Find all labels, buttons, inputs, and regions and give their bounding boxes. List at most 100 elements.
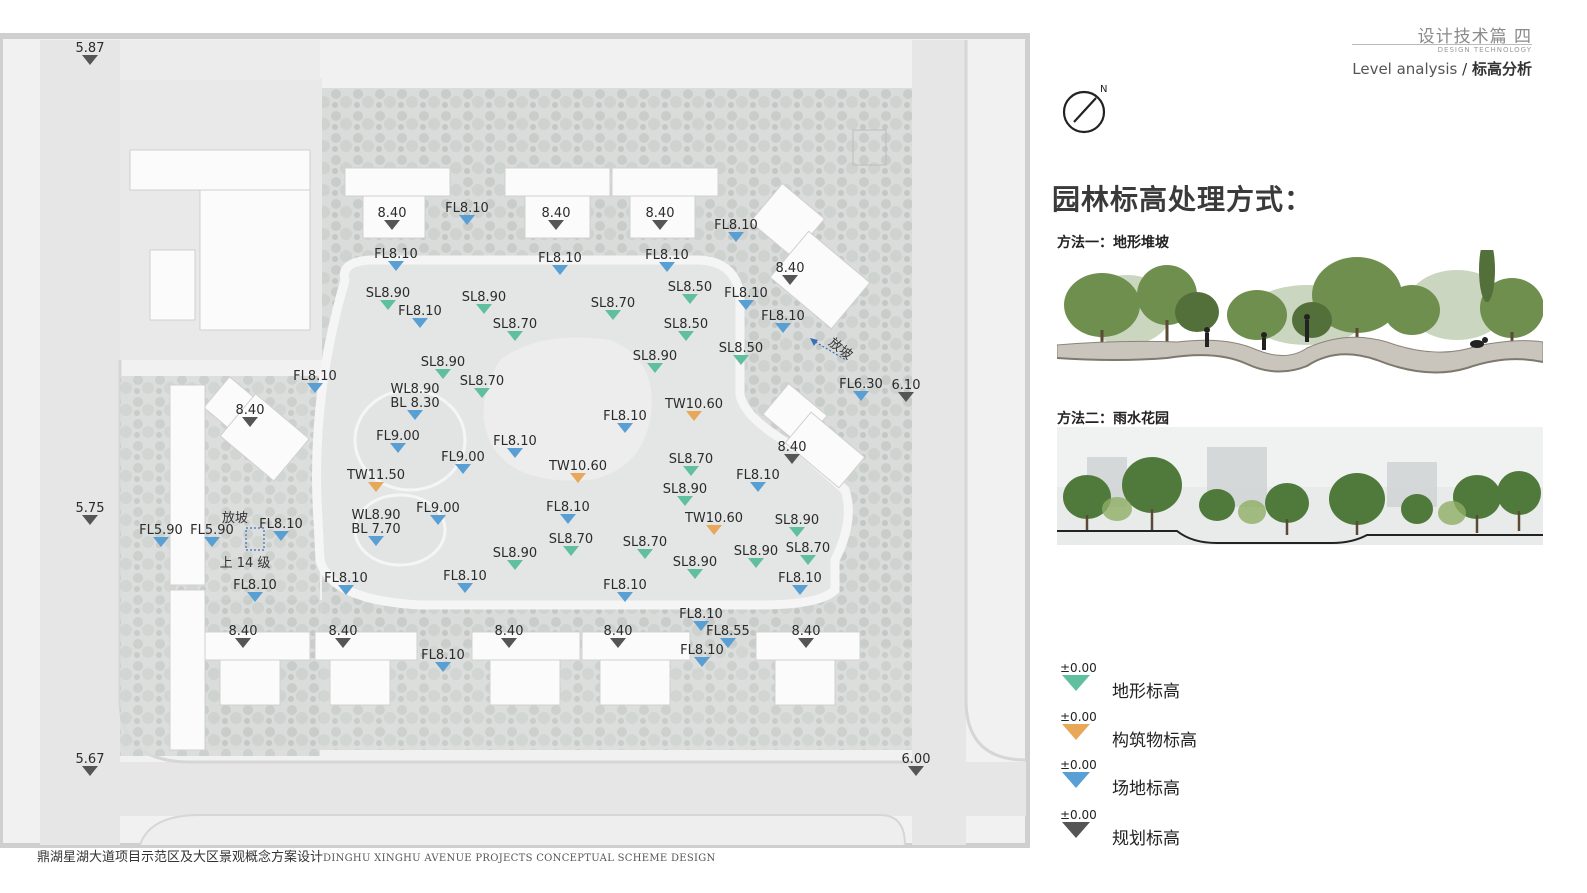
elevation-label: FL8.10 <box>680 643 724 658</box>
north-arrow-icon: N <box>1062 84 1107 134</box>
elevation-label: FL5.90 <box>190 523 234 538</box>
elevation-label: FL8.10 <box>233 578 277 593</box>
elevation-label: FL8.10 <box>603 409 647 424</box>
triangle-marker-icon <box>338 585 354 595</box>
triangle-marker-icon <box>693 621 709 631</box>
triangle-marker-icon <box>798 638 814 648</box>
elevation-label: FL5.90 <box>139 523 183 538</box>
elevation-label: SL8.90 <box>734 544 778 559</box>
triangle-marker-icon <box>563 546 579 556</box>
triangle-marker-icon <box>507 331 523 341</box>
elevation-marker: SL8.90 <box>366 286 410 310</box>
chapter-label: 设计技术篇 四 <box>1417 27 1532 47</box>
elevation-label: FL8.10 <box>324 571 368 586</box>
elevation-marker: 8.40 <box>778 440 807 464</box>
triangle-marker-icon <box>792 585 808 595</box>
elevation-marker: SL8.90 <box>673 555 717 579</box>
triangle-marker-icon <box>617 423 633 433</box>
triangle-marker-icon <box>459 215 475 225</box>
triangle-marker-icon <box>548 220 564 230</box>
title-separator: / <box>1462 60 1468 78</box>
triangle-marker-icon <box>750 482 766 492</box>
elevation-marker: SL8.70 <box>623 535 667 559</box>
method-one-label: 方法一：地形堆坡 <box>1057 235 1169 251</box>
elevation-label: TW10.60 <box>684 511 743 526</box>
elevation-label: SL8.90 <box>673 555 717 570</box>
legend-label: 构筑物标高 <box>1112 731 1197 751</box>
elevation-marker: FL8.10 <box>736 468 780 492</box>
elevation-label: 6.00 <box>902 752 931 767</box>
legend-pm: ±0.00 <box>1060 661 1097 675</box>
elevation-marker: 5.75 <box>76 501 104 525</box>
pond-north <box>353 388 467 492</box>
elevation-marker: 5.87 <box>76 41 105 65</box>
elevation-marker: FL8.10 <box>421 648 465 672</box>
triangle-marker-icon <box>474 388 490 398</box>
triangle-marker-icon <box>853 391 869 401</box>
elevation-label: SL8.70 <box>460 374 504 389</box>
triangle-marker-icon <box>720 638 736 648</box>
legend-item-site: ±0.00 场地标高 <box>1058 758 1180 799</box>
elevation-label-secondary: BL 8.30 <box>390 396 439 411</box>
triangle-marker-icon <box>728 232 744 242</box>
elevation-marker: SL8.90 <box>633 349 677 373</box>
triangle-marker-icon <box>683 466 699 476</box>
elevation-marker: TW11.50 <box>346 468 405 492</box>
pond-south <box>353 493 447 567</box>
elevation-label: FL8.10 <box>679 607 723 622</box>
elevation-marker: FL8.55 <box>706 624 750 648</box>
triangle-marker-icon <box>82 515 98 525</box>
elevation-label: SL8.70 <box>591 296 635 311</box>
triangle-marker-icon <box>605 310 621 320</box>
elevation-label: FL8.10 <box>538 251 582 266</box>
triangle-marker-icon <box>782 275 798 285</box>
triangle-marker-icon <box>1062 772 1090 788</box>
elevation-label: SL8.90 <box>775 513 819 528</box>
elevation-marker: SL8.90 <box>462 290 506 314</box>
triangle-marker-icon <box>652 220 668 230</box>
elevation-marker: TW10.60 <box>684 511 743 535</box>
triangle-marker-icon <box>153 537 169 547</box>
elevation-label: SL8.90 <box>493 546 537 561</box>
triangle-marker-icon <box>390 443 406 453</box>
triangle-marker-icon <box>687 569 703 579</box>
section-title: 园林标高处理方式： <box>1052 183 1314 216</box>
elevation-label: FL8.10 <box>421 648 465 663</box>
triangle-marker-icon <box>368 482 384 492</box>
triangle-marker-icon <box>273 531 289 541</box>
elevation-label: 8.40 <box>604 624 633 639</box>
elevation-label: 5.87 <box>76 41 105 56</box>
elevation-marker: FL8.10 <box>538 251 582 275</box>
triangle-marker-icon <box>380 300 396 310</box>
elevation-marker: 8.40 <box>776 261 804 285</box>
elevation-label: FL8.55 <box>706 624 750 639</box>
page-title: Level analysis / 标高分析 <box>1352 58 1532 79</box>
triangle-marker-icon <box>800 555 816 565</box>
map-note-slope-west: 放坡 <box>222 511 248 526</box>
triangle-marker-icon <box>82 766 98 776</box>
elevation-marker: FL8.10 <box>259 517 303 541</box>
elevation-marker: FL8.10 <box>233 578 277 602</box>
elevation-marker: SL8.70 <box>549 532 593 556</box>
elevation-marker: FL8.10 <box>603 409 647 433</box>
triangle-marker-icon <box>898 392 914 402</box>
elevation-label: 8.40 <box>792 624 821 639</box>
footer: 鼎湖星湖大道项目示范区及大区景观概念方案设计DINGHU XINGHU AVEN… <box>37 846 716 865</box>
elevation-marker: FL9.00 <box>441 450 485 474</box>
triangle-marker-icon <box>457 583 473 593</box>
north-label: N <box>1100 84 1107 95</box>
elevation-label: FL6.30 <box>839 377 883 392</box>
elevation-label: FL9.00 <box>376 429 420 444</box>
triangle-marker-icon <box>1062 675 1090 691</box>
elevation-marker: FL8.10 <box>445 201 489 225</box>
elevation-label: FL8.10 <box>736 468 780 483</box>
elevation-marker: FL8.10 <box>761 309 805 333</box>
triangle-marker-icon <box>552 265 568 275</box>
map-note-steps: 上 14 级 <box>220 556 271 571</box>
elevation-marker: FL9.00 <box>416 501 460 525</box>
elevation-marker: 8.40 <box>542 206 570 230</box>
elevation-marker: SL8.70 <box>591 296 635 320</box>
elevation-label: 8.40 <box>778 440 807 455</box>
triangle-marker-icon <box>435 662 451 672</box>
